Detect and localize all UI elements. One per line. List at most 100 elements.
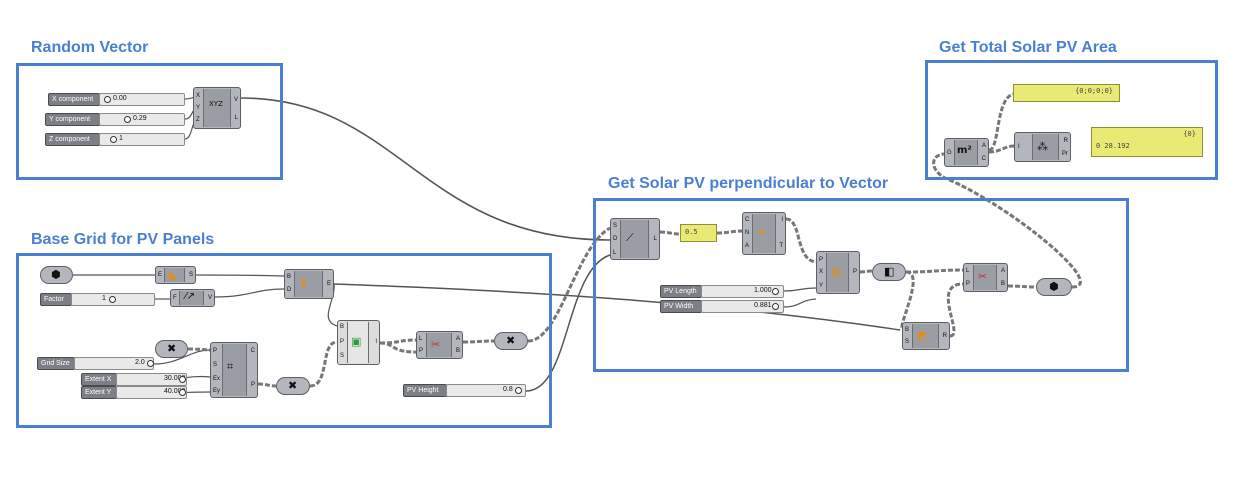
amplitude-component[interactable]: F V ⁄↗ [170, 289, 215, 307]
input-x[interactable]: X [196, 93, 201, 99]
point-in-brep-component[interactable]: B P S I ▣ [337, 320, 380, 365]
area-result-panel[interactable]: {0} 0 28.192 [1091, 127, 1203, 157]
input-i[interactable]: I [1018, 144, 1020, 150]
input-c[interactable]: C [745, 217, 750, 223]
slider-track[interactable] [99, 93, 185, 106]
mass-addition-component[interactable]: I R Pr ⁂ [1014, 132, 1071, 162]
output-b[interactable]: B [455, 348, 460, 354]
slider-x-component[interactable]: X component 0.00 [48, 93, 185, 106]
input-ey[interactable]: Ey [213, 388, 221, 394]
slider-pv-width[interactable]: PV Width 0.881 [660, 300, 784, 313]
graft-param-component[interactable]: ✖ [494, 332, 528, 350]
input-p[interactable]: P [340, 339, 345, 345]
input-l[interactable]: L [613, 250, 617, 256]
input-l[interactable]: L [966, 268, 970, 274]
output-l[interactable]: L [234, 115, 238, 121]
slider-knob[interactable] [515, 387, 522, 394]
deconstruct-brep-component[interactable]: E S ◣ [155, 266, 196, 284]
dispatch-component[interactable]: L P A B ✂ [416, 331, 463, 359]
slider-track[interactable] [116, 373, 187, 386]
input-y[interactable]: Y [196, 105, 201, 111]
input-ex[interactable]: Ex [213, 376, 221, 382]
input-s[interactable]: S [213, 362, 218, 368]
slider-extent-x[interactable]: Extent X 30.000 [81, 373, 187, 386]
slider-knob[interactable] [147, 360, 154, 367]
input-f[interactable]: F [173, 295, 177, 301]
output-r[interactable]: R [1063, 138, 1068, 144]
extrude-component[interactable]: B S R ◩ [902, 322, 950, 350]
output-p[interactable]: P [250, 382, 255, 388]
flatten-param-component[interactable]: ✖ [276, 377, 310, 395]
group-box-random-vector[interactable] [16, 63, 283, 180]
output-pr[interactable]: Pr [1062, 151, 1068, 157]
input-p[interactable]: P [966, 281, 971, 287]
input-a[interactable]: A [745, 243, 750, 249]
surface-param-component[interactable]: ◧ [872, 263, 906, 281]
slider-track[interactable] [99, 113, 185, 126]
evaluate-curve-component[interactable]: C N A I T ❧ [742, 212, 786, 255]
slider-knob[interactable] [772, 303, 779, 310]
slider-knob[interactable] [124, 116, 131, 123]
input-d[interactable]: D [287, 287, 292, 293]
rectangle-component[interactable]: P X Y P ▥ [816, 251, 860, 294]
brep-param-component[interactable]: ⬢ [1036, 278, 1072, 296]
output-a[interactable]: A [981, 143, 986, 149]
output-e[interactable]: E [326, 281, 331, 287]
input-y[interactable]: Y [819, 283, 824, 289]
output-a[interactable]: A [1000, 268, 1005, 274]
group-box-perpendicular[interactable] [593, 198, 1129, 372]
output-i[interactable]: I [375, 339, 377, 345]
input-l[interactable]: L [419, 336, 423, 342]
slider-factor[interactable]: Factor 1 [40, 293, 155, 306]
slider-knob[interactable] [772, 288, 779, 295]
slider-z-component[interactable]: Z component 1 [45, 133, 185, 146]
input-s[interactable]: S [613, 223, 618, 229]
slider-track[interactable] [99, 133, 185, 146]
input-p[interactable]: P [419, 348, 424, 354]
input-z[interactable]: Z [196, 117, 200, 123]
value-panel[interactable]: 0.5 [680, 224, 717, 242]
output-c[interactable]: C [250, 348, 255, 354]
slider-track[interactable] [701, 300, 784, 313]
slider-knob[interactable] [104, 96, 111, 103]
group-box-base-grid[interactable] [16, 253, 552, 428]
output-t[interactable]: T [779, 243, 783, 249]
rectangular-grid-component[interactable]: P S Ex Ey C P ⌗ [210, 342, 258, 398]
slider-knob[interactable] [179, 376, 186, 383]
move-edges-component[interactable]: B D E ⬍ [284, 269, 334, 299]
tree-path-panel[interactable]: {0;0;0;0} [1013, 84, 1120, 102]
input-s[interactable]: S [340, 353, 345, 359]
input-p[interactable]: P [213, 348, 218, 354]
output-c[interactable]: C [981, 156, 986, 162]
slider-knob[interactable] [179, 389, 186, 396]
input-g[interactable]: G [947, 150, 952, 156]
group-box-total-area[interactable] [925, 60, 1218, 180]
output-i[interactable]: I [781, 217, 783, 223]
output-a[interactable]: A [455, 336, 460, 342]
dispatch-component[interactable]: L P A B ✂ [963, 263, 1008, 292]
vector-xyz-component[interactable]: X Y Z V L XYZ [193, 87, 241, 129]
output-v[interactable]: V [233, 97, 238, 103]
input-e[interactable]: E [158, 272, 163, 278]
slider-track[interactable] [701, 285, 784, 298]
input-s[interactable]: S [905, 339, 910, 345]
output-v[interactable]: V [207, 295, 212, 301]
input-d[interactable]: D [613, 236, 618, 242]
slider-knob[interactable] [109, 296, 116, 303]
slider-y-component[interactable]: Y component 0.29 [45, 113, 185, 126]
slider-pv-length[interactable]: PV Length 1.000 [660, 285, 784, 298]
line-sdl-component[interactable]: S D L L ⟋ [610, 218, 660, 260]
input-n[interactable]: N [745, 230, 750, 236]
grid-param-component[interactable]: ✖ [155, 340, 188, 358]
output-r[interactable]: R [942, 333, 947, 339]
output-p[interactable]: P [852, 269, 857, 275]
slider-extent-y[interactable]: Extent Y 40.000 [81, 386, 187, 399]
output-l[interactable]: L [653, 236, 657, 242]
slider-track[interactable] [446, 384, 526, 397]
input-p[interactable]: P [819, 257, 824, 263]
slider-grid-size[interactable]: Grid Size 2.0 [37, 357, 154, 370]
output-s[interactable]: S [188, 272, 193, 278]
slider-knob[interactable] [110, 136, 117, 143]
brep-param-component[interactable]: ⬢ [40, 266, 73, 284]
output-b[interactable]: B [1000, 281, 1005, 287]
